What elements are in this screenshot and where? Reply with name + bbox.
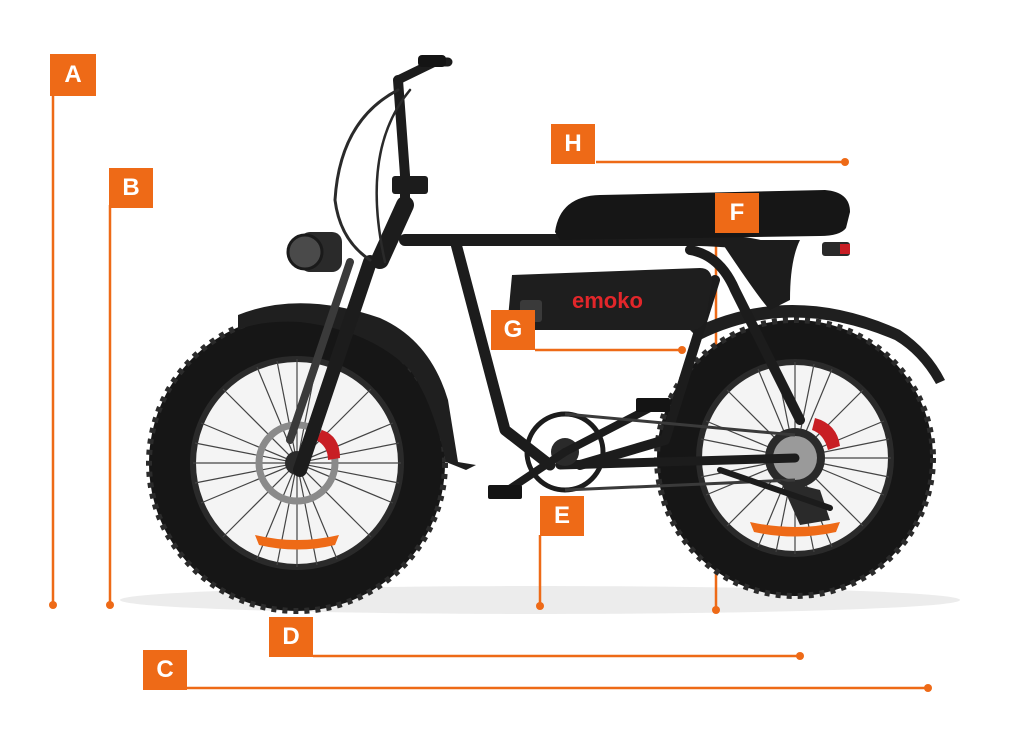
rear-reflector: [750, 522, 840, 537]
dim-dot-a: [49, 601, 57, 609]
dim-label-d: D: [269, 617, 313, 657]
dim-label-f: F: [715, 193, 759, 233]
headlight: [286, 232, 342, 272]
dim-label-a: A: [50, 54, 96, 96]
front-fender: [238, 303, 476, 470]
battery: emoko: [508, 268, 712, 330]
dim-label-e: E: [540, 496, 584, 536]
dim-label-b: B: [109, 168, 153, 208]
battery-logo: emoko: [572, 288, 643, 313]
dim-dot-e: [536, 602, 544, 610]
rear-caliper: [812, 418, 840, 450]
dim-dot-c: [924, 684, 932, 692]
dimension-endpoints: [49, 158, 932, 692]
head-tube: [371, 196, 414, 269]
kickstand: [717, 467, 833, 511]
handlebar-grip: [418, 55, 446, 67]
pedal-front: [488, 485, 522, 499]
front-fork: [286, 255, 377, 477]
dim-dot-f: [712, 606, 720, 614]
dim-dot-g: [678, 346, 686, 354]
tail-light: [822, 242, 850, 256]
seat-tube: [575, 275, 720, 470]
front-reflector: [255, 535, 339, 550]
pedal-rear: [636, 398, 670, 412]
down-tube: [449, 234, 556, 471]
dimension-lines: [51, 92, 928, 690]
stem-clamp: [392, 176, 428, 194]
dim-dot-h: [841, 158, 849, 166]
seat-loop: [685, 245, 805, 425]
front-caliper: [316, 430, 340, 460]
dim-label-h: H: [551, 124, 595, 164]
dim-dot-d: [796, 652, 804, 660]
dim-label-c: C: [143, 650, 187, 690]
rear-fender: [690, 305, 945, 384]
seat: [555, 190, 850, 310]
dim-dot-b: [106, 601, 114, 609]
dim-label-g: G: [491, 310, 535, 350]
